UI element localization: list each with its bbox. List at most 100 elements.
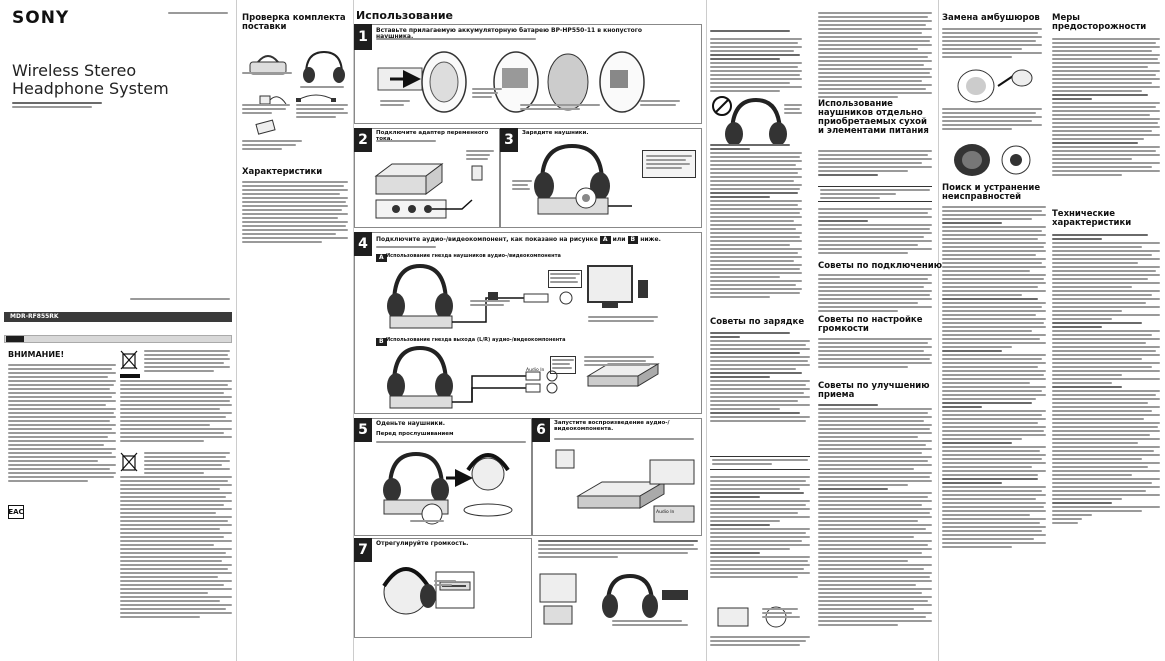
charging-tips-text <box>710 332 810 422</box>
step-4b-callouts <box>584 356 654 366</box>
step-2-number: 2 <box>354 128 372 152</box>
connect-tips-heading: Советы по подключению <box>818 261 942 271</box>
step-6-sub <box>554 438 694 440</box>
product-title: Wireless Stereo Headphone System <box>12 61 169 99</box>
battery-bin-icon <box>120 452 138 472</box>
kit-item-labels <box>296 104 348 118</box>
tuning-tips-text <box>818 338 932 368</box>
col5-top-text <box>818 12 932 98</box>
step-2-sub <box>376 140 436 142</box>
headphones-illustration <box>303 50 345 83</box>
step-6-title: Запустите воспроизведение аудио-/видеоко… <box>554 420 670 432</box>
transmitter-illustration <box>249 55 287 75</box>
col4-text-3 <box>710 144 802 298</box>
earpad-text <box>942 28 1042 58</box>
fold-line <box>938 0 939 661</box>
audio-in-label: Audio In <box>526 368 545 373</box>
earpad-heading: Замена амбушюров <box>942 13 1040 23</box>
kit-item-labels <box>300 86 344 88</box>
step-3-callouts <box>512 180 536 190</box>
battery-text-2 <box>120 476 232 618</box>
step-4-panel <box>354 232 702 414</box>
section-a-mark: A <box>376 254 387 262</box>
step-5-callouts <box>410 520 444 522</box>
model-bar <box>4 312 232 322</box>
kit-item-labels <box>242 72 292 74</box>
fold-line <box>706 0 707 661</box>
precautions-text <box>1052 38 1160 176</box>
features-text <box>242 181 348 243</box>
step-2-panel <box>354 128 500 228</box>
separate-text <box>818 150 932 176</box>
usage-heading: Использование <box>356 9 453 22</box>
recycle-text <box>144 350 230 372</box>
separate-heading: Использование наушников отдельно приобре… <box>818 99 929 136</box>
precautions-heading: Меры предосторожности <box>1052 13 1147 32</box>
charging-tips-text-2 <box>710 476 810 578</box>
step-6-illustration <box>555 449 695 523</box>
step-3-title: Зарядите наушники. <box>522 130 589 136</box>
fold-line <box>353 0 354 661</box>
kit-check-heading: Проверка комплекта поставки <box>242 13 346 32</box>
kit-item-labels <box>242 104 292 114</box>
col4-intro-heading <box>710 30 790 32</box>
troubleshoot-text <box>942 206 1046 548</box>
model-label: MDR-RF855RK <box>10 313 59 320</box>
step-7-number: 7 <box>354 538 372 562</box>
step-4b-illustration <box>387 345 660 409</box>
earpad-text-2 <box>942 108 1042 130</box>
step-4a-note <box>550 273 580 283</box>
separate-table <box>818 186 932 202</box>
earpad-illustration-2 <box>954 144 1031 176</box>
step-5-prep: Перед прослушиванием <box>376 431 454 437</box>
language-bar <box>4 335 232 343</box>
step-1-panel <box>354 24 702 124</box>
step-1-sub <box>376 38 536 40</box>
step-4-a-mark: A <box>599 236 611 244</box>
recycle-bin-icon <box>120 350 138 370</box>
charging-table <box>710 456 810 470</box>
step-1-illustration <box>377 51 645 113</box>
step-7-panel <box>354 538 532 638</box>
step-4-b-mark: B <box>627 236 639 244</box>
step-2-callouts <box>466 150 496 160</box>
charging-tips-foot <box>710 636 810 646</box>
kit-item-labels <box>242 140 302 150</box>
charging-table-cells <box>712 459 808 465</box>
step-4a-callouts <box>588 316 658 322</box>
step-5-panel <box>354 418 532 536</box>
step-5-prep-text <box>376 441 526 443</box>
tuning-tips-heading: Советы по настройке громкости <box>818 315 923 334</box>
weak-signal-illustration <box>539 573 688 625</box>
separate-text-2 <box>818 208 932 254</box>
reception-tips-text <box>818 404 932 626</box>
step-1-title: Вставьте прилагаемую аккумуляторную бата… <box>376 27 642 41</box>
weak-signal-callouts <box>612 620 692 626</box>
features-heading: Характеристики <box>242 167 323 177</box>
language-tag <box>6 336 24 342</box>
step-5-number: 5 <box>354 418 372 442</box>
step-4-number: 4 <box>354 232 372 256</box>
sony-logo: SONY <box>12 8 70 28</box>
weak-signal-note <box>538 540 698 558</box>
step-7-illustration <box>382 567 475 615</box>
step-1-number: 1 <box>354 24 372 50</box>
step-4-or: или <box>612 236 626 243</box>
step-6-audio-in: Audio In <box>656 510 675 515</box>
step-1-callouts <box>640 100 684 106</box>
col4-text-2 <box>784 104 804 114</box>
battery-text <box>144 452 230 474</box>
step-4-sub <box>376 246 436 248</box>
step-4b-heading: Использование гнезда выхода (L/R) аудио-… <box>386 337 566 343</box>
cable-illustration <box>296 94 336 102</box>
step-7-title: Отрегулируйте громкость. <box>376 540 469 547</box>
charge-indicator-text <box>646 155 692 169</box>
step-6-panel <box>532 418 702 536</box>
step-4b-note-box <box>550 356 576 374</box>
step-4-tail: ниже. <box>640 236 661 243</box>
no-charge-illustration <box>712 96 787 146</box>
reception-tips-heading: Советы по улучшению приема <box>818 381 930 400</box>
step-4b-note <box>552 359 574 369</box>
manual-subtitle <box>12 102 102 108</box>
step-6-number: 6 <box>532 418 550 442</box>
